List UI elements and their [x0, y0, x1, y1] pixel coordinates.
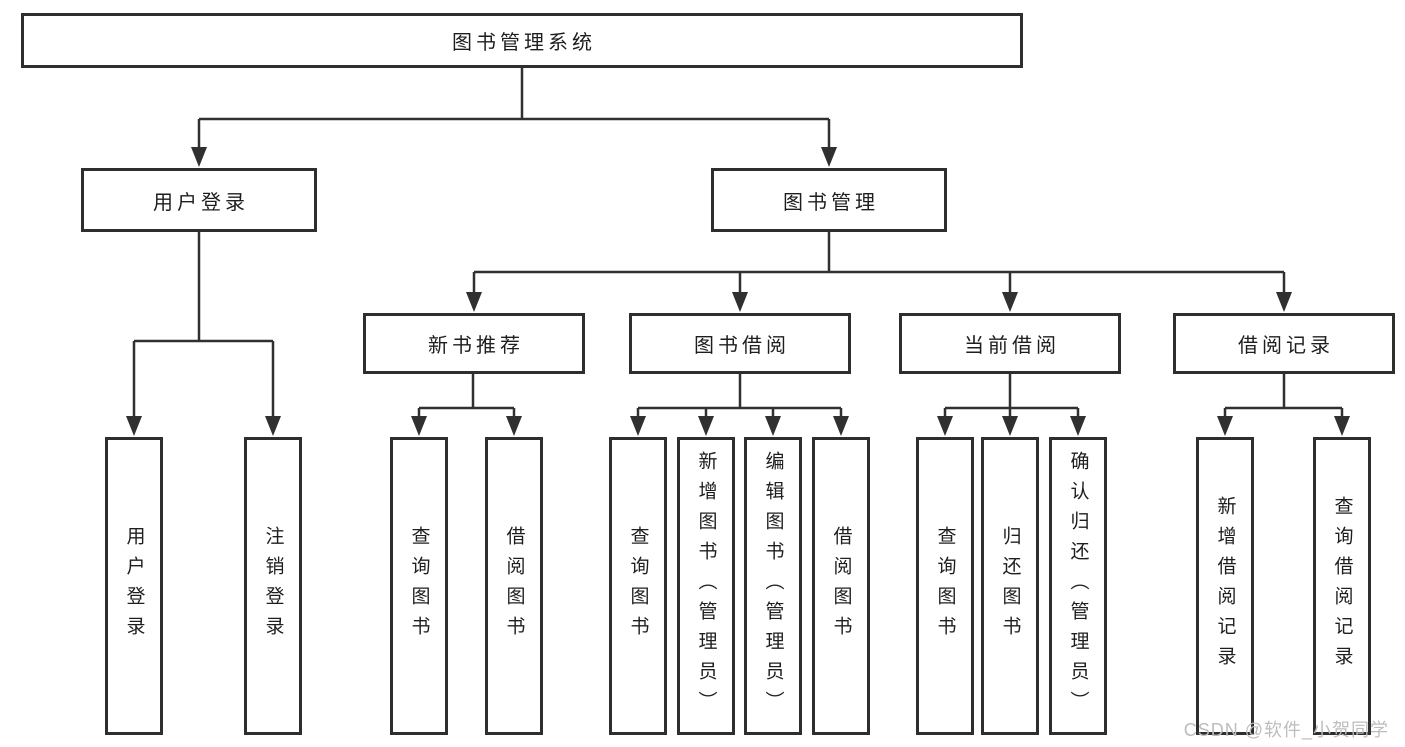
leaf-borrow-books-borrowing: 借阅图书: [812, 437, 870, 735]
leaf-confirm-return-admin-label: 确认归还（管理员）: [1067, 451, 1089, 721]
node-book-borrowing: 图书借阅: [629, 313, 851, 374]
node-library-system: 图书管理系统: [21, 13, 1023, 68]
leaf-query-books-current-label: 查询图书: [934, 526, 956, 646]
leaf-query-books-borrowing: 查询图书: [609, 437, 667, 735]
leaf-query-borrow-record: 查询借阅记录: [1313, 437, 1371, 735]
leaf-query-books-current: 查询图书: [916, 437, 974, 735]
leaf-return-books: 归还图书: [981, 437, 1039, 735]
node-current-borrowing-label: 当前借阅: [964, 335, 1060, 357]
leaf-add-borrow-record: 新增借阅记录: [1196, 437, 1254, 735]
leaf-edit-books-admin: 编辑图书（管理员）: [744, 437, 802, 735]
node-book-borrowing-label: 图书借阅: [694, 335, 790, 357]
leaf-return-books-label: 归还图书: [999, 526, 1021, 646]
node-user-login-label: 用户登录: [153, 191, 249, 214]
node-library-system-label: 图书管理系统: [452, 32, 596, 54]
leaf-borrow-books-recommend: 借阅图书: [485, 437, 543, 735]
csdn-watermark: CSDN @软件_小贺同学: [1183, 720, 1389, 740]
leaf-add-books-admin: 新增图书（管理员）: [677, 437, 735, 735]
leaf-query-books-recommend: 查询图书: [390, 437, 448, 735]
node-book-management-label: 图书管理: [783, 191, 879, 214]
node-borrowing-records-label: 借阅记录: [1238, 335, 1334, 357]
node-current-borrowing: 当前借阅: [899, 313, 1121, 374]
leaf-user-login: 用户登录: [105, 437, 163, 735]
node-borrowing-records: 借阅记录: [1173, 313, 1395, 374]
leaf-edit-books-admin-label: 编辑图书（管理员）: [762, 451, 784, 721]
leaf-logout: 注销登录: [244, 437, 302, 735]
leaf-add-borrow-record-label: 新增借阅记录: [1214, 496, 1236, 676]
node-new-book-recommend-label: 新书推荐: [428, 335, 524, 357]
leaf-borrow-books-recommend-label: 借阅图书: [503, 526, 525, 646]
node-book-management: 图书管理: [711, 168, 947, 232]
leaf-query-borrow-record-label: 查询借阅记录: [1331, 496, 1353, 676]
leaf-query-books-recommend-label: 查询图书: [408, 526, 430, 646]
leaf-borrow-books-borrowing-label: 借阅图书: [830, 526, 852, 646]
node-user-login: 用户登录: [81, 168, 317, 232]
node-new-book-recommend: 新书推荐: [363, 313, 585, 374]
leaf-confirm-return-admin: 确认归还（管理员）: [1049, 437, 1107, 735]
leaf-logout-label: 注销登录: [262, 526, 284, 646]
leaf-add-books-admin-label: 新增图书（管理员）: [695, 451, 717, 721]
leaf-query-books-borrowing-label: 查询图书: [627, 526, 649, 646]
leaf-user-login-label: 用户登录: [123, 526, 145, 646]
